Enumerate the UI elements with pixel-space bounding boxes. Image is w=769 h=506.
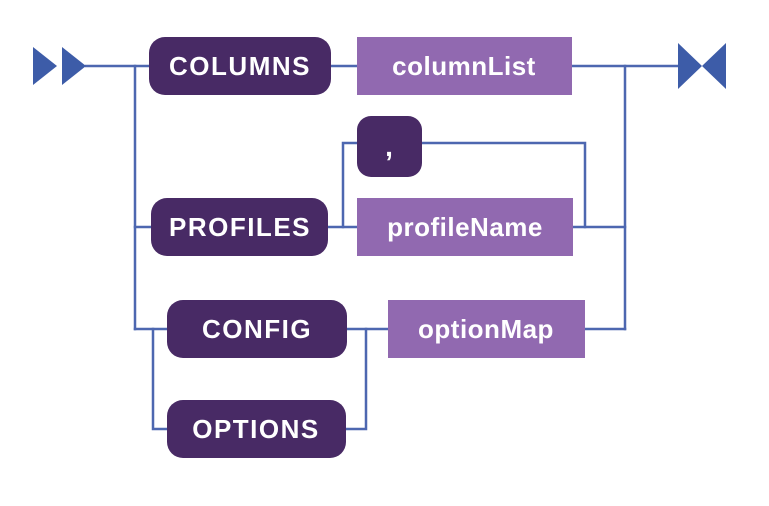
start-arrow-2-icon: [62, 47, 86, 85]
columns-label: COLUMNS: [169, 51, 311, 81]
end-arrow-left-icon: [678, 43, 702, 89]
columnlist-value-box: [357, 37, 572, 95]
comma-label: ,: [385, 131, 393, 162]
profiles-keyword-box: [151, 198, 328, 256]
end-arrow-right-icon: [702, 43, 726, 89]
profilename-value-box: [357, 198, 573, 256]
config-label: CONFIG: [202, 314, 312, 344]
columnlist-label: columnList: [392, 51, 536, 81]
profilename-label: profileName: [387, 212, 543, 242]
options-label: OPTIONS: [192, 414, 320, 444]
optionmap-value-box: [388, 300, 585, 358]
comma-separator-box: [357, 116, 422, 177]
optionmap-label: optionMap: [418, 314, 554, 344]
options-keyword-box: [167, 400, 346, 458]
comma-repeat-loop-line: [341, 141, 587, 229]
config-keyword-box: [167, 300, 347, 358]
start-symbol-icon: [33, 47, 86, 85]
columns-keyword-box: [149, 37, 331, 95]
start-arrow-1-icon: [33, 47, 57, 85]
end-symbol-icon: [678, 43, 726, 89]
profiles-label: PROFILES: [169, 212, 311, 242]
